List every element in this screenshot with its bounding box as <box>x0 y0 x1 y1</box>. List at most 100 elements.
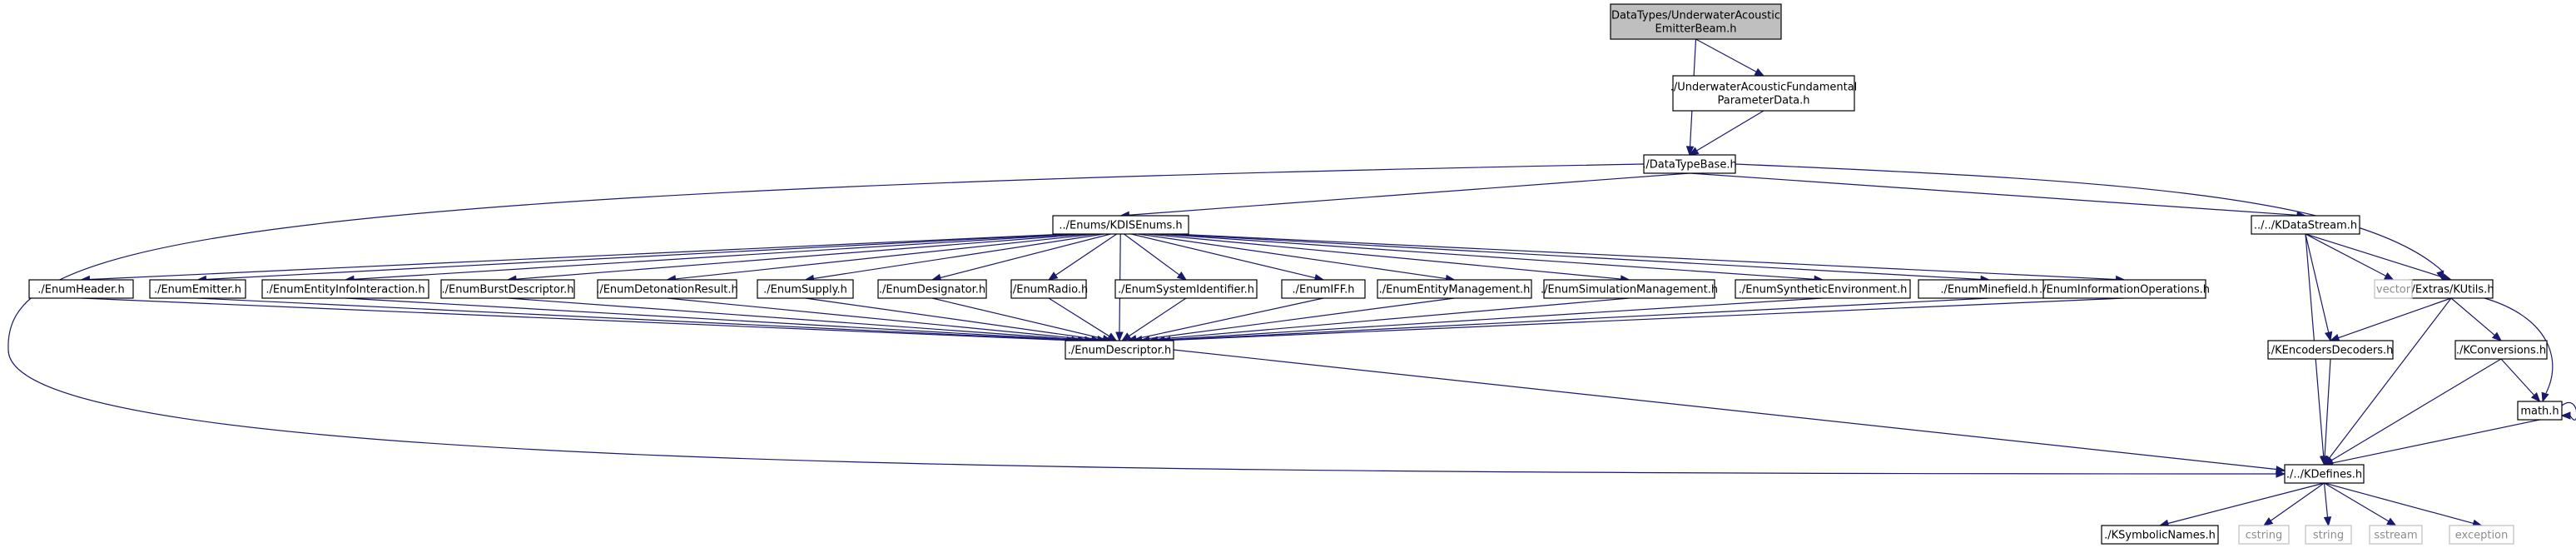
edge-arrowhead <box>2530 392 2541 402</box>
edge-line <box>1131 233 1316 279</box>
node-label: ./Extras/KUtils.h <box>2408 284 2494 296</box>
node-box <box>2251 215 2360 235</box>
edge-kdisenums-esupply <box>804 233 1104 283</box>
edge-line <box>353 233 1080 280</box>
edge-kdefines-sstream <box>2324 482 2397 526</box>
node-esynth[interactable]: ./EnumSyntheticEnvironment.h <box>1735 279 1911 299</box>
node-label: exception <box>2455 530 2509 542</box>
node-box <box>1052 215 1189 235</box>
node-ksymb[interactable]: ./KSymbolicNames.h <box>2101 525 2219 545</box>
node-label: ./KSymbolicNames.h <box>2104 530 2216 542</box>
edge-arrowhead <box>2320 456 2329 466</box>
edge-kutils-kconv <box>2450 297 2503 341</box>
node-box <box>1643 154 1736 174</box>
edge-eradio-edesc <box>1048 297 1118 341</box>
edge-eemitter-edesc <box>197 297 1082 345</box>
node-box <box>261 279 429 299</box>
edge-line <box>805 297 1099 341</box>
edge-arrowhead <box>2323 516 2332 527</box>
node-kdefines[interactable]: ./../KDefines.h <box>2284 464 2365 484</box>
edge-line <box>2270 482 2325 521</box>
node-label: ./EnumSyntheticEnvironment.h <box>1739 284 1908 296</box>
node-label: ./../KDefines.h <box>2286 469 2362 481</box>
node-label: ./EnumIFF.h <box>1293 284 1355 296</box>
node-box <box>2267 340 2394 360</box>
node-edesc[interactable]: ./EnumDescriptor.h <box>1065 340 1174 360</box>
node-esimmgmt[interactable]: ./EnumSimulationManagement.h <box>1541 279 1718 299</box>
edge-arrowhead <box>2491 331 2503 341</box>
edge-line <box>81 297 1068 341</box>
edge-kdefines-ksymb <box>2158 482 2325 527</box>
edge-line <box>507 297 1085 341</box>
node-edesig[interactable]: ./EnumDesignator.h <box>877 279 987 299</box>
node-math[interactable]: math.h <box>2517 401 2563 421</box>
node-eradio[interactable]: ./EnumRadio.h <box>1010 279 1089 299</box>
node-kdisenums[interactable]: ../Enums/KDISEnums.h <box>1052 215 1189 235</box>
node-label: ParameterData.h <box>1717 95 1809 107</box>
node-uafpd[interactable]: ./UnderwaterAcousticFundamentalParameter… <box>1670 75 1858 112</box>
node-vector[interactable]: vector <box>2374 279 2413 299</box>
node-label: ./EnumSupply.h <box>763 284 847 296</box>
node-kencdec[interactable]: ./KEncodersDecoders.h <box>2267 340 2394 360</box>
edge-kdisenums-esynth <box>1157 233 1824 284</box>
node-eiff[interactable]: ./EnumIFF.h <box>1281 279 1366 299</box>
edge-arrowhead <box>2324 331 2333 342</box>
node-label: ./EnumDescriptor.h <box>1068 345 1172 357</box>
node-eeii[interactable]: ./EnumEntityInfoInteraction.h <box>261 279 429 299</box>
edge-line <box>1174 233 2117 281</box>
edge-line <box>197 297 1073 341</box>
node-label: ../../KDataStream.h <box>2254 220 2357 232</box>
edge-line <box>813 233 1104 280</box>
edge-dtb-kdisenums <box>1119 172 1690 219</box>
edge-arrowhead <box>1121 332 1132 341</box>
node-esysid[interactable]: ./EnumSystemIdentifier.h <box>1114 279 1258 299</box>
edge-math-math <box>2560 401 2576 421</box>
node-label: math.h <box>2520 406 2559 418</box>
edge-kconv-math <box>2500 358 2541 402</box>
edge-kdatastream-kencdec <box>2305 233 2333 342</box>
node-kutils[interactable]: ./Extras/KUtils.h <box>2408 279 2494 299</box>
node-emine[interactable]: ./EnumMinefield.h <box>1918 279 2061 299</box>
node-label: ./EnumHeader.h <box>37 284 124 296</box>
node-label: ./EnumSimulationManagement.h <box>1541 284 1718 296</box>
edge-line <box>1124 233 1180 276</box>
node-cstring[interactable]: cstring <box>2238 525 2290 545</box>
node-label: vector <box>2376 284 2411 296</box>
edge-line <box>1048 297 1110 337</box>
node-eemitter[interactable]: ./EnumEmitter.h <box>149 279 246 299</box>
node-box <box>2449 525 2514 545</box>
edge-arrowhead <box>2329 334 2340 341</box>
graph-nodes: DataTypes/UnderwaterAcousticEmitterBeam.… <box>28 3 2563 545</box>
node-kconv[interactable]: ./KConversions.h <box>2454 340 2548 360</box>
node-box <box>1735 279 1911 299</box>
edge-line <box>2167 482 2325 525</box>
edge-arrowhead <box>1754 67 1765 77</box>
node-edet[interactable]: ./EnumDetonationResult.h <box>596 279 738 299</box>
edge-line <box>2305 233 2330 333</box>
node-label: ./EnumEntityManagement.h <box>1379 284 1531 296</box>
edge-line <box>1689 172 2298 216</box>
edge-esupply-edesc <box>805 297 1108 344</box>
edge-line <box>2484 297 2554 394</box>
node-exception[interactable]: exception <box>2449 525 2514 545</box>
edge-line <box>1169 297 2125 341</box>
node-eheader[interactable]: ./EnumHeader.h <box>28 279 134 299</box>
node-box <box>2517 401 2563 421</box>
edge-line <box>2330 358 2502 461</box>
node-eburst[interactable]: ./EnumBurstDescriptor.h <box>440 279 575 299</box>
edge-line <box>2338 297 2452 339</box>
node-string[interactable]: string <box>2305 525 2352 545</box>
edge-math-kdefines <box>2323 419 2540 467</box>
node-kdatastream[interactable]: ../../KDataStream.h <box>2251 215 2360 235</box>
edge-kdisenums-eemitter <box>196 233 1072 284</box>
node-root[interactable]: DataTypes/UnderwaterAcousticEmitterBeam.… <box>1610 3 1782 40</box>
node-einfoops[interactable]: ./EnumInformationOperations.h <box>2039 279 2210 299</box>
edge-line <box>2305 233 2386 276</box>
node-sstream[interactable]: sstream <box>2369 525 2423 545</box>
edge-esysid-edesc <box>1121 297 1187 341</box>
edge-line <box>1141 297 1455 341</box>
edge-line <box>2561 401 2576 421</box>
node-dtb[interactable]: ./DataTypeBase.h <box>1642 154 1737 174</box>
node-esupply[interactable]: ./EnumSupply.h <box>757 279 854 299</box>
node-eentmgmt[interactable]: ./EnumEntityManagement.h <box>1377 279 1532 299</box>
